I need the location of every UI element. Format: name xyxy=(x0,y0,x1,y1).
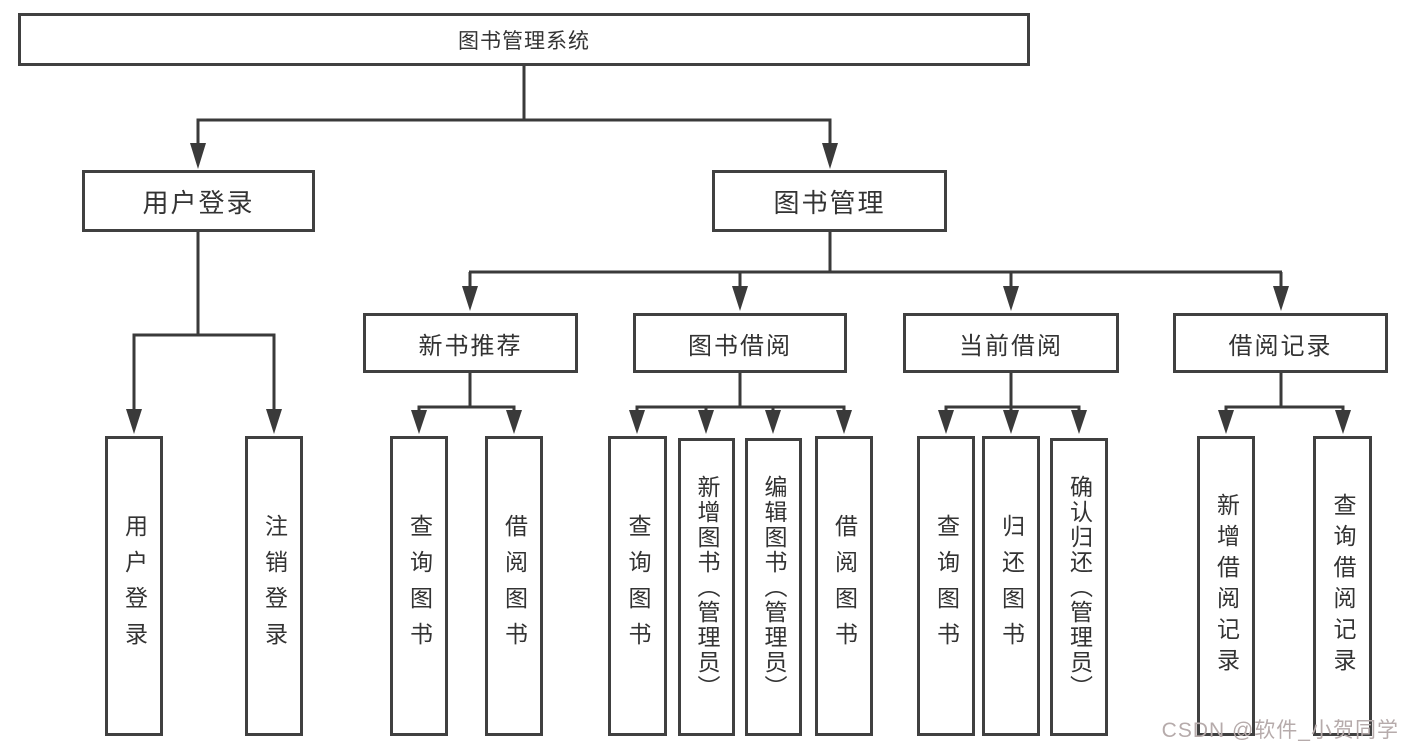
node-label: 图书借阅 xyxy=(688,332,792,360)
node-label: 编辑图书（管理员） xyxy=(761,474,787,700)
node-leaf-add-borrow-record: 新增借阅记录 xyxy=(1197,436,1255,736)
node-root: 图书管理系统 xyxy=(18,13,1030,66)
node-label: 归还图书 xyxy=(998,514,1025,658)
node-borrow-records: 借阅记录 xyxy=(1173,313,1388,373)
arrowhead-down-icon xyxy=(190,143,838,169)
node-book-management: 图书管理 xyxy=(712,170,947,232)
node-label: 借阅记录 xyxy=(1228,332,1333,360)
arrowhead-down-icon xyxy=(629,410,852,434)
node-leaf-user-login: 用户登录 xyxy=(105,436,163,736)
node-leaf-borrow-books-recommend: 借阅图书 xyxy=(485,436,543,736)
node-new-book-recommend: 新书推荐 xyxy=(363,313,578,373)
node-label: 新增图书（管理员） xyxy=(694,474,720,700)
node-leaf-query-books-borrow: 查询图书 xyxy=(608,436,667,736)
arrowhead-down-icon xyxy=(1218,410,1351,434)
connector-bookmgmt-to-level3 xyxy=(462,232,1289,311)
node-leaf-confirm-return-admin: 确认归还（管理员） xyxy=(1050,438,1108,736)
node-label: 图书管理 xyxy=(773,187,886,218)
node-label: 新增借阅记录 xyxy=(1213,493,1240,679)
node-label: 新书推荐 xyxy=(418,332,523,360)
node-leaf-query-borrow-record: 查询借阅记录 xyxy=(1313,436,1372,736)
node-label: 用户登录 xyxy=(121,514,148,658)
node-current-borrow: 当前借阅 xyxy=(903,313,1119,373)
node-label: 借阅图书 xyxy=(501,514,528,658)
node-label: 当前借阅 xyxy=(959,332,1063,360)
node-user-login: 用户登录 xyxy=(82,170,315,232)
node-label: 查询图书 xyxy=(625,514,651,658)
connector-root-to-level2 xyxy=(190,66,838,169)
node-book-borrow: 图书借阅 xyxy=(633,313,847,373)
connector-line xyxy=(635,373,846,414)
node-label: 用户登录 xyxy=(142,187,255,218)
connector-line xyxy=(417,373,516,414)
node-root-label: 图书管理系统 xyxy=(458,29,590,53)
connector-borrow-to-leaves xyxy=(629,373,852,434)
node-label: 借阅图书 xyxy=(831,514,858,658)
node-leaf-borrow-books-borrow: 借阅图书 xyxy=(815,436,873,736)
node-label: 查询借阅记录 xyxy=(1330,493,1356,679)
node-leaf-edit-books-admin: 编辑图书（管理员） xyxy=(745,438,802,736)
csdn-watermark: CSDN @软件_小贺同学 xyxy=(1161,719,1399,742)
node-leaf-logout: 注销登录 xyxy=(245,436,303,736)
node-leaf-add-books-admin: 新增图书（管理员） xyxy=(678,438,735,736)
node-label: 查询图书 xyxy=(933,514,960,658)
arrowhead-down-icon xyxy=(462,286,1289,311)
connector-records-to-leaves xyxy=(1218,373,1351,434)
arrowhead-down-icon xyxy=(126,409,282,434)
node-leaf-return-books: 归还图书 xyxy=(982,436,1040,736)
node-label: 确认归还（管理员） xyxy=(1066,474,1093,700)
connector-line xyxy=(468,232,1283,289)
arrowhead-down-icon xyxy=(938,410,1087,434)
node-leaf-query-books-recommend: 查询图书 xyxy=(390,436,448,736)
connector-line xyxy=(132,232,276,412)
connector-userlogin-to-leaves xyxy=(126,232,282,434)
node-label: 查询图书 xyxy=(406,514,433,658)
connector-line xyxy=(944,373,1081,414)
arrowhead-down-icon xyxy=(411,410,522,434)
connector-line xyxy=(1224,373,1345,414)
connector-recommend-to-leaves xyxy=(411,373,522,434)
node-leaf-query-books-current: 查询图书 xyxy=(917,436,975,736)
connector-line xyxy=(196,66,832,146)
connector-current-to-leaves xyxy=(938,373,1087,434)
node-label: 注销登录 xyxy=(261,514,288,658)
